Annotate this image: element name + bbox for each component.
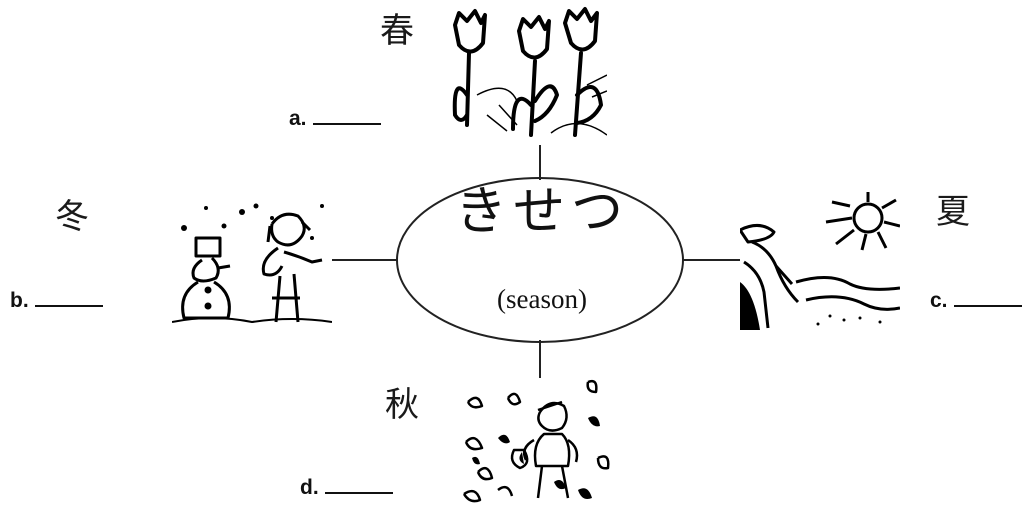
summer-letter: c. (930, 289, 948, 312)
spring-letter: a. (289, 107, 307, 130)
spring-answer-blank[interactable]: a. (289, 108, 381, 129)
center-title: きせつ (454, 182, 629, 242)
autumn-kanji: 秋 (385, 385, 419, 425)
summer-kanji: 夏 (936, 192, 970, 232)
center-oval (396, 177, 684, 343)
autumn-letter: d. (300, 476, 319, 499)
tulips-picture (447, 5, 607, 145)
beach-sun-picture (740, 192, 900, 330)
winter-answer-blank[interactable]: b. (10, 290, 103, 311)
winter-answer-line (34, 304, 103, 307)
spring-kanji: 春 (380, 11, 414, 51)
falling-leaves-picture (458, 378, 618, 508)
autumn-answer-blank[interactable]: d. (300, 477, 393, 498)
summer-answer-blank[interactable]: c. (930, 290, 1022, 311)
winter-kanji: 冬 (55, 197, 89, 237)
spring-answer-line (312, 122, 381, 125)
snowman-picture (172, 198, 332, 326)
center-subtitle: (season) (497, 284, 587, 314)
winter-letter: b. (10, 289, 29, 312)
autumn-answer-line (324, 491, 393, 494)
summer-answer-line (953, 304, 1022, 307)
